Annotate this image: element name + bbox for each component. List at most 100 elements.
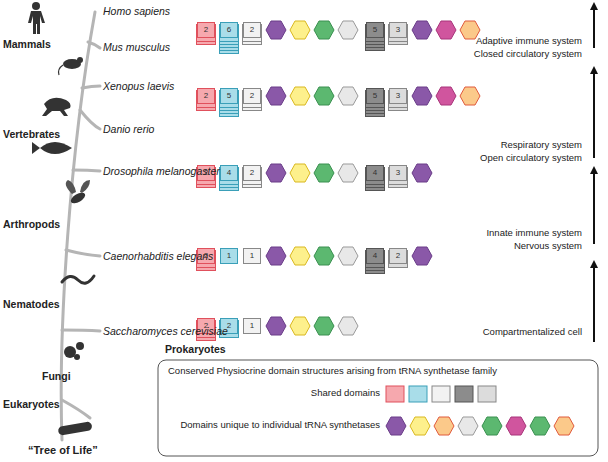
trait-label-box: Innate immune system [486, 228, 582, 239]
clade-label: Prokaryotes [165, 343, 226, 355]
trait-label-box: Adaptive immune system [476, 36, 582, 47]
legend-heading: Conserved Physiocrine domain structures … [168, 365, 497, 376]
clade-label-box: Arthropods [3, 218, 60, 230]
domain-count: 2 [204, 92, 208, 100]
domain-box: 1 [243, 318, 261, 334]
clade-label-box: Nematodes [3, 298, 60, 310]
domain-count: 5 [227, 92, 231, 100]
domain-count: 6 [227, 26, 231, 34]
clade-label-box: Vertebrates [3, 128, 60, 140]
domain-hexagon [458, 417, 478, 435]
domain-count: 4 [373, 169, 377, 177]
domain-box: 6 [220, 22, 238, 38]
domain-hexagon [314, 247, 334, 265]
tree-title-box: “Tree of Life” [28, 444, 98, 457]
domain-box: 1 [220, 248, 238, 264]
species-name-box: Mus musculus [103, 41, 170, 53]
tree-title: “Tree of Life” [28, 444, 98, 456]
domain-box: 2 [197, 22, 215, 38]
trait-label: Compartmentalized cell [483, 326, 582, 337]
domain-box: 2 [243, 88, 261, 104]
domain-count: 3 [396, 92, 400, 100]
domain-hexagon [290, 21, 310, 39]
species-name: Mus musculus [103, 41, 170, 53]
clade-label: Nematodes [3, 298, 60, 310]
domain-count: 2 [250, 169, 254, 177]
domain-box: 5 [220, 88, 238, 104]
domain-hexagon [338, 21, 358, 39]
legend-text: Domains unique to individual tRNA synthe… [180, 419, 380, 430]
domain-count: 2 [250, 92, 254, 100]
trait-label: Nervous system [514, 240, 582, 251]
domain-box: 3 [389, 88, 407, 104]
domain-hexagon [266, 317, 286, 335]
species-name: Danio rerio [103, 123, 154, 135]
domain-hexagon [482, 417, 502, 435]
domain-box: 1 [243, 248, 261, 264]
species-name-box: Danio rerio [103, 123, 154, 135]
domain-count: 5 [373, 26, 377, 34]
domain-hexagon [338, 87, 358, 105]
domain-hexagon [266, 247, 286, 265]
clade-label: Arthropods [3, 218, 60, 230]
domain-count: 1 [227, 252, 231, 260]
species-name: Homo sapiens [103, 5, 170, 17]
domain-count: 1 [250, 252, 254, 260]
domain-hexagon [314, 317, 334, 335]
species-name: Saccharomyces cerevisiae [103, 325, 228, 337]
domain-count: 3 [396, 169, 400, 177]
domain-hexagon [266, 21, 286, 39]
clade-label: Fungi [42, 370, 71, 382]
domain-hexagon [434, 417, 454, 435]
clade-label-box: Eukaryotes [3, 398, 60, 410]
legend-entry: Shared domains [311, 388, 380, 399]
domain-hexagon [412, 247, 432, 265]
clade-label: Eukaryotes [3, 398, 60, 410]
domain-hexagon [314, 21, 334, 39]
domain-count: 5 [373, 92, 377, 100]
domain-hexagon [314, 164, 334, 182]
legend-entry: Domains unique to individual tRNA synthe… [180, 420, 380, 431]
trait-label: Closed circulatory system [474, 48, 582, 59]
domain-count: 1 [250, 322, 254, 330]
trait-label: Respiratory system [501, 139, 582, 150]
species-name: Xenopus laevis [103, 80, 174, 92]
trait-label-box: Compartmentalized cell [483, 327, 582, 338]
species-name-box: Homo sapiens [103, 5, 170, 17]
trait-label-box: Closed circulatory system [474, 49, 582, 60]
domain-hexagon [554, 417, 574, 435]
domain-hexagon [338, 247, 358, 265]
domain-hexagon [412, 164, 432, 182]
domain-box: 4 [220, 165, 238, 181]
domain-hexagon [314, 87, 334, 105]
domain-hexagon [266, 87, 286, 105]
domain-box: 4 [366, 248, 384, 264]
clade-label-box: Prokaryotes [165, 343, 226, 355]
species-name-box: Drosophila melanogaster [103, 165, 220, 177]
clade-label: Mammals [3, 38, 51, 50]
domain-hexagon [338, 317, 358, 335]
domain-box: 2 [243, 165, 261, 181]
domain-hexagon [530, 417, 550, 435]
domain-count: 4 [227, 169, 231, 177]
trait-label: Adaptive immune system [476, 35, 582, 46]
domain-hexagon [436, 21, 456, 39]
domain-box: 4 [366, 165, 384, 181]
trait-label: Open circulatory system [480, 152, 582, 163]
domain-box: 3 [389, 22, 407, 38]
domain-hexagon [386, 417, 406, 435]
domain-hexagon [290, 317, 310, 335]
domain-hexagon [436, 87, 456, 105]
domain-hexagon [412, 87, 432, 105]
domain-hexagon [290, 247, 310, 265]
domain-box: 2 [197, 88, 215, 104]
domain-hexagon [412, 21, 432, 39]
clade-label: Vertebrates [3, 128, 60, 140]
species-name: Caenorhabditis elegans [103, 250, 213, 262]
domain-count: 3 [396, 26, 400, 34]
trait-label-box: Respiratory system [501, 140, 582, 151]
domain-hexagon [460, 87, 480, 105]
trait-label-box: Nervous system [514, 241, 582, 252]
trait-label: Innate immune system [486, 227, 582, 238]
species-name-box: Saccharomyces cerevisiae [103, 325, 228, 337]
